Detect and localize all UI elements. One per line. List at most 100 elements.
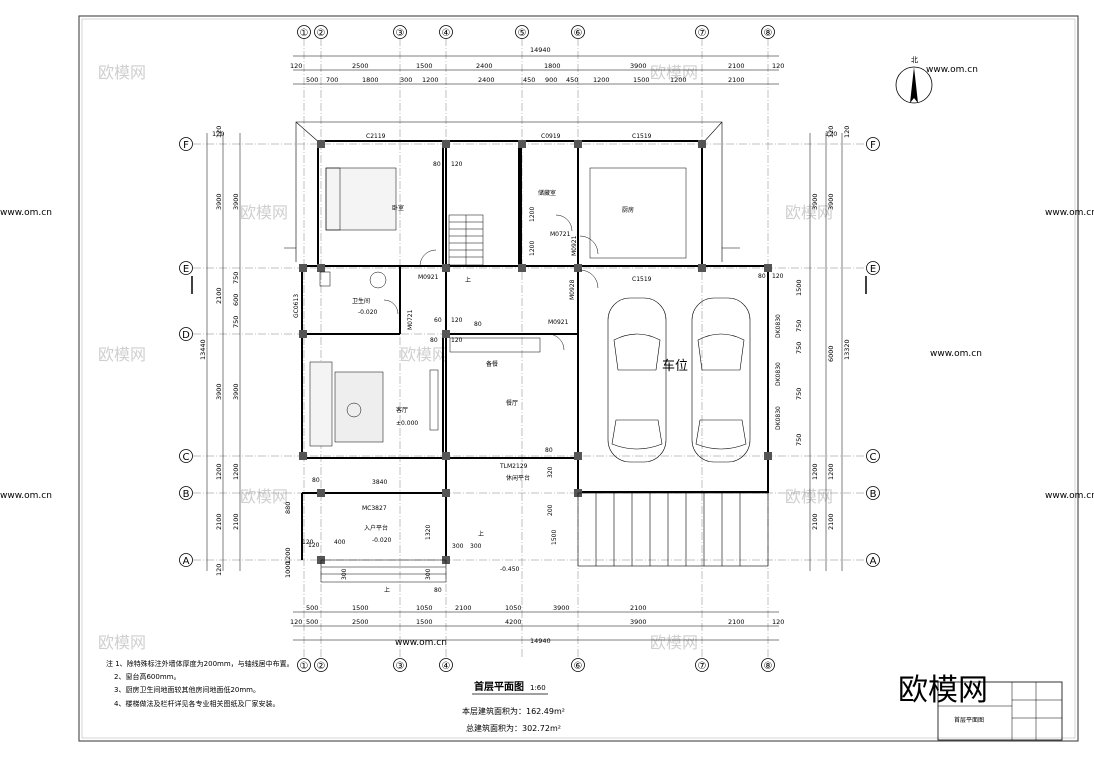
kitchen-counter: [589, 167, 687, 259]
bed: [325, 167, 397, 231]
axis-label: A: [870, 556, 877, 567]
dim-value: 1800: [362, 76, 379, 84]
window-label: C1519: [632, 133, 652, 140]
axis-label: B: [183, 489, 190, 500]
dim-value: 1320: [425, 525, 432, 540]
axis-label: ③: [396, 661, 405, 672]
door-label: M0721: [407, 309, 414, 330]
dim-value: 1200: [529, 241, 536, 256]
dim-value: 4200: [505, 618, 522, 626]
dim-value: 1500: [795, 279, 803, 296]
axis-label: A: [183, 556, 190, 567]
dim-value: 450: [566, 76, 578, 84]
dim-value: 2100: [827, 513, 835, 530]
dim-value: 120: [290, 62, 302, 70]
level-mark: -0.020: [372, 537, 392, 544]
dim-value: 3900: [811, 193, 819, 210]
misc-dims: 80 120 1200 1200 60 120 80 80 120 80 384…: [302, 161, 784, 594]
dim-value: 500: [306, 76, 318, 84]
axis-label: B: [870, 489, 877, 500]
window-label: GC0613: [293, 294, 300, 318]
axis-label: F: [183, 140, 189, 151]
dim-value: 1500: [633, 76, 650, 84]
stairs: [448, 214, 484, 266]
dim-value: 3900: [827, 193, 835, 210]
basin: [369, 271, 387, 289]
level-mark: ±0.000: [396, 420, 418, 427]
dim-value: 120: [772, 618, 784, 626]
total-area: 总建筑面积为：302.72m²: [466, 723, 561, 733]
dim-value: 120: [451, 161, 463, 168]
axis-label: ⑧: [764, 661, 773, 672]
dimension-lines: [206, 55, 843, 641]
dim-value: 80: [474, 321, 482, 328]
dim-value: 120: [215, 564, 223, 576]
watermark-url: www.om.cn: [930, 349, 982, 359]
axis-label: ①: [300, 28, 309, 39]
watermark: 欧模网: [785, 487, 833, 506]
car-icon: [691, 297, 751, 463]
axis-label: F: [870, 140, 876, 151]
watermark: 欧模网: [650, 63, 698, 82]
dim-value: 700: [326, 76, 338, 84]
axis-label: ⑦: [698, 661, 707, 672]
dim-value: 900: [545, 76, 557, 84]
dim-value: 14940: [530, 637, 551, 645]
note-line: 注 1、除特殊标注外墙体厚度为200mm，与轴线居中布置。: [106, 659, 294, 668]
window-label: C0919: [541, 133, 561, 140]
axis-label: ④: [442, 661, 451, 672]
dim-value: 3840: [372, 479, 387, 486]
axis-label: ②: [317, 28, 326, 39]
room-name: 储藏室: [538, 189, 556, 197]
dim-value: 2100: [630, 604, 647, 612]
dim-value: 1800: [544, 62, 561, 70]
axis-label: C: [183, 452, 190, 463]
dim-value: 120: [308, 542, 320, 549]
axis-label: ④: [442, 28, 451, 39]
dim-value: 120: [772, 62, 784, 70]
dim-value: 120: [827, 126, 835, 138]
dim-value: 300: [470, 543, 482, 550]
dim-value: 1000: [284, 561, 292, 578]
window-label: TLM2129: [499, 463, 528, 470]
door-label: M0928: [569, 279, 576, 300]
notes: 注 1、除特殊标注外墙体厚度为200mm，与轴线居中布置。 2、窗台高600mm…: [106, 659, 294, 708]
note-line: 2、窗台高600mm。: [114, 672, 180, 681]
watermark: 欧模网: [650, 633, 698, 652]
dim-value: 2100: [455, 604, 472, 612]
watermark-url: www.om.cn: [1045, 208, 1094, 218]
dim-value: 400: [334, 539, 346, 546]
dim-value: 2100: [728, 62, 745, 70]
axis-label: C: [870, 452, 877, 463]
axis-labels: ① ② ③ ④ ⑤ ⑥ ⑦ ⑧ ① ② ③ ④ ⑥ ⑦ ⑧ F E D C B …: [182, 28, 876, 672]
dim-value: 13320: [843, 339, 851, 360]
dim-value: 1500: [352, 604, 369, 612]
drawing-title-text: 首层平面图: [474, 680, 524, 693]
logo-watermark: 欧模网: [898, 673, 988, 708]
room-name: 餐厅: [506, 399, 518, 407]
dim-value: 750: [232, 272, 240, 284]
furniture: [309, 167, 687, 447]
walls: [301, 140, 769, 560]
dim-value: 2100: [215, 287, 223, 304]
watermark-url: www.om.cn: [926, 65, 978, 75]
dim-value: 2100: [728, 76, 745, 84]
dim-value: 80: [434, 587, 442, 594]
axis-label: ①: [300, 661, 309, 672]
watermark: 欧模网: [98, 633, 146, 652]
watermarks: 欧模网 欧模网 欧模网 欧模网 欧模网 欧模网 欧模网 欧模网 欧模网 欧模网 …: [0, 63, 1094, 652]
door-swings: [383, 214, 599, 351]
car-icon: [607, 297, 667, 463]
title-block: 首层平面图 欧模网: [898, 673, 1063, 741]
drawing-scale: 1:60: [530, 684, 546, 692]
room-name: 厨房: [622, 206, 634, 214]
watermark-url: www.om.cn: [0, 208, 52, 218]
dim-value: 120: [451, 317, 463, 324]
dim-value: 320: [547, 466, 554, 478]
dim-value: 120: [215, 126, 223, 138]
dim-value: 750: [795, 434, 803, 446]
dim-value: 1200: [811, 463, 819, 480]
watermark-url: www.om.cn: [1045, 491, 1094, 501]
sofa: [309, 361, 333, 447]
door-label: M0921: [418, 274, 439, 281]
